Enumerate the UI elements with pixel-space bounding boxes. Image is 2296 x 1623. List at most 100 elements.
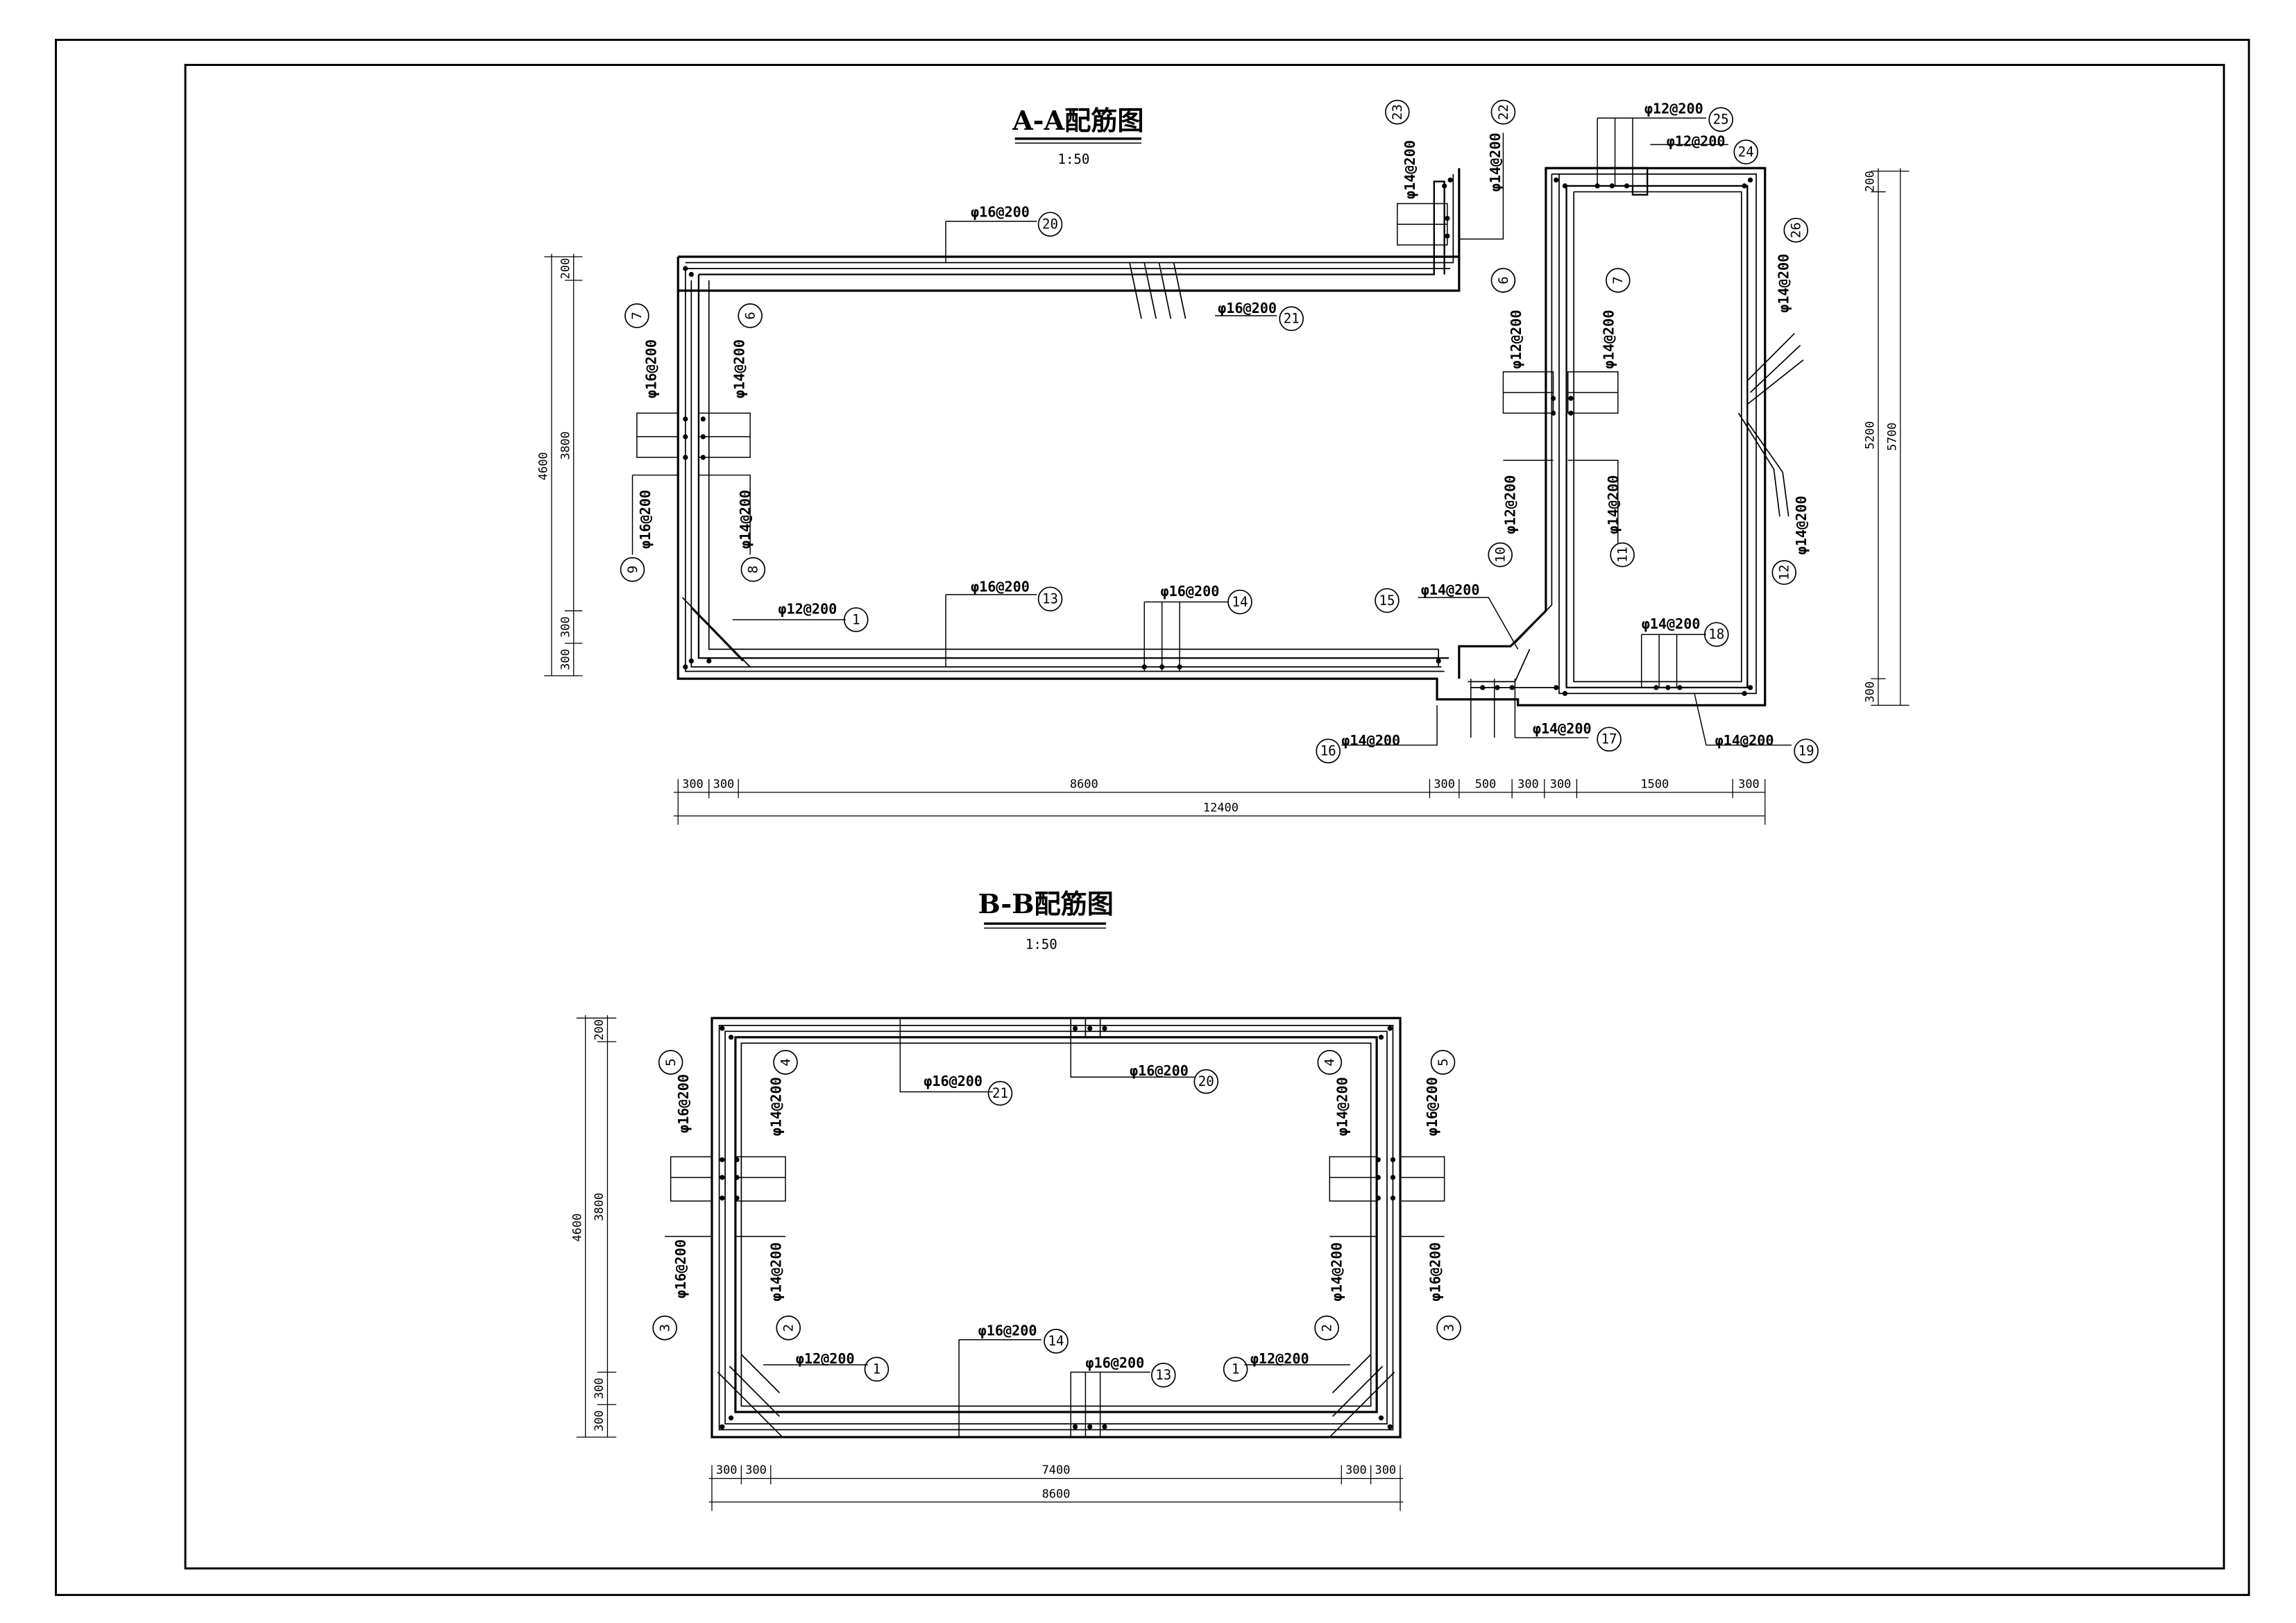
bar-spec-label: φ14@200 [1421,581,1480,598]
svg-text:300: 300 [1345,1463,1367,1477]
bar-spec-label: φ14@200 [1715,732,1774,749]
svg-text:5200: 5200 [1864,421,1878,450]
bar-mark-number: 7 [1610,276,1626,284]
svg-text:300: 300 [593,1410,606,1431]
bar-mark-number: 26 [1788,222,1804,238]
bar-mark-circle [1610,542,1635,568]
bar-mark-circle [658,1050,683,1075]
bar-mark-number: 1 [852,611,860,627]
bar-mark-number: 13 [1155,1367,1171,1383]
section-aa-dimension-text: 300 300 8600 300 500 300 300 1500 300 12… [537,171,1900,815]
bar-mark-number: 6 [742,312,758,320]
bar-mark-number: 20 [1198,1073,1214,1089]
bar-mark-number: 19 [1798,743,1814,759]
bar-mark-circle [1193,1069,1219,1094]
bar-mark-number: 23 [1389,104,1405,120]
bar-mark-number: 4 [777,1058,793,1067]
bar-mark-number: 24 [1738,144,1754,160]
bar-mark-circle [1597,726,1622,752]
bar-spec-label: φ16@200 [978,1322,1037,1339]
bar-mark-number: 1 [873,1361,881,1377]
bar-mark-number: 3 [657,1324,673,1332]
section-bb-concrete-outline [711,1017,1402,1438]
svg-text:3800: 3800 [559,432,572,460]
section-aa-bar-callouts: φ12@200 1 φ14@200 6 φ16@200 7 φ14@200 8 … [620,99,1819,764]
svg-text:300: 300 [1550,777,1572,791]
bar-spec-label: φ16@200 [675,1074,692,1133]
section-bb-dimensions [576,1014,1404,1511]
svg-text:200: 200 [1864,171,1878,192]
outer-frame [55,38,2250,1597]
svg-text:300: 300 [1434,777,1455,791]
bar-mark-circle [843,607,869,632]
svg-text:300: 300 [1738,777,1760,791]
bar-spec-label: φ12@200 [1250,1350,1309,1367]
bar-mark-circle [1227,589,1252,615]
bar-mark-circle [1150,1362,1176,1388]
bar-mark-circle [1037,212,1063,237]
svg-text:300: 300 [745,1463,767,1477]
bar-mark-circle [652,1315,677,1341]
bar-mark-circle [1436,1315,1461,1341]
bar-mark-circle [1044,1329,1069,1354]
section-aa-leaders [631,117,1792,746]
bar-mark-circle [1794,738,1819,764]
bar-spec-label: φ12@200 [1502,475,1518,534]
bar-mark-circle [776,1315,801,1341]
bar-spec-label: φ16@200 [643,339,659,398]
bar-mark-circle [1490,268,1516,293]
svg-text:4600: 4600 [537,452,551,480]
bar-mark-circle [1783,217,1809,243]
section-aa: A-A配筋图 1:50 [537,99,1910,825]
bar-spec-label: φ16@200 [637,490,654,549]
bar-mark-number: 11 [1615,547,1631,563]
section-aa-inner-faces [697,168,1749,689]
bar-spec-label: φ14@200 [737,490,754,549]
bar-mark-number: 2 [1318,1324,1334,1332]
section-aa-dimensions [544,168,1910,825]
bar-mark-circle [1279,306,1304,332]
bar-mark-number: 12 [1776,565,1792,581]
bar-spec-label: φ16@200 [1161,583,1220,600]
bar-mark-number: 17 [1601,731,1617,747]
bar-mark-circle [1605,268,1631,293]
bar-mark-circle [864,1357,890,1382]
svg-text:12400: 12400 [1203,801,1239,815]
svg-text:4600: 4600 [570,1214,584,1242]
bar-spec-label: φ14@200 [1793,495,1810,554]
section-aa-rebar [681,173,1804,695]
svg-text:300: 300 [559,649,572,670]
bar-spec-label: φ14@200 [768,1242,785,1301]
bar-spec-label: φ14@200 [1605,475,1622,534]
bar-mark-circle [1488,542,1513,568]
bar-spec-label: φ14@200 [768,1077,785,1136]
bar-spec-label: φ14@200 [1533,720,1592,737]
section-bb-rebar [717,1018,1395,1438]
bar-mark-number: 2 [781,1324,797,1332]
bar-mark-circle [1703,622,1729,647]
bar-mark-circle [1223,1357,1248,1382]
section-bb-bar-dots [720,1026,1396,1429]
bar-spec-label: φ14@200 [731,339,748,398]
bar-spec-label: φ12@200 [796,1350,855,1367]
section-bb-leaders [665,1018,1445,1438]
bar-mark-number: 21 [992,1085,1008,1101]
bar-spec-label: φ12@200 [1508,310,1524,369]
svg-text:300: 300 [1517,777,1539,791]
svg-text:8600: 8600 [1070,777,1098,791]
bar-spec-label: φ12@200 [778,601,837,618]
bar-mark-circle [740,556,766,582]
svg-text:300: 300 [559,616,572,638]
bar-mark-number: 25 [1713,112,1729,128]
bar-mark-number: 13 [1042,591,1058,607]
bar-spec-label: φ16@200 [1218,300,1277,316]
svg-text:200: 200 [559,258,572,280]
bar-mark-circle [620,556,645,582]
bar-mark-number: 20 [1042,216,1058,232]
bar-spec-label: φ14@200 [1328,1242,1345,1301]
bar-mark-circle [1316,738,1341,764]
svg-text:3800: 3800 [593,1193,606,1221]
bar-mark-circle [1037,586,1063,612]
bar-mark-circle [773,1050,798,1075]
